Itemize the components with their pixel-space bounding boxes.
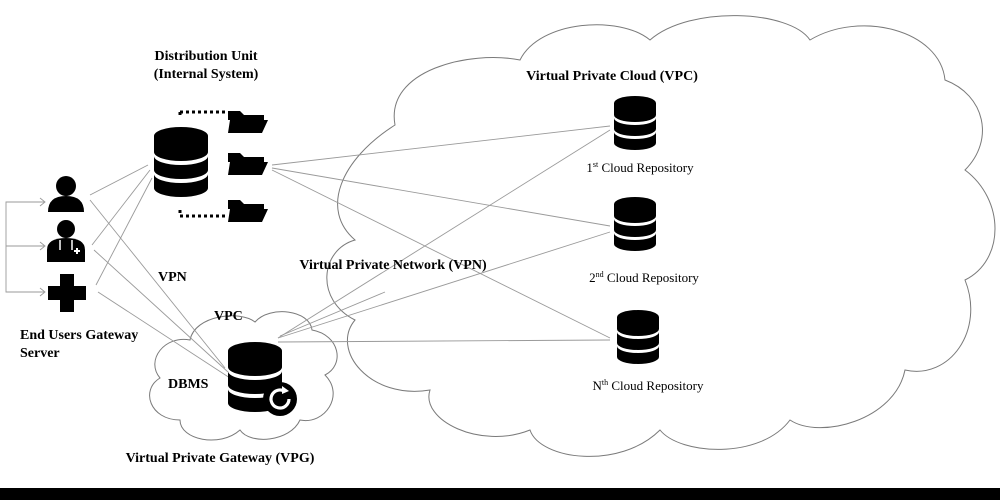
folder-icon-bottom[interactable]	[228, 200, 268, 222]
end-users-title: End Users Gateway	[20, 328, 138, 343]
repository-n-label: Nth Cloud Repository	[593, 378, 704, 393]
vpc-title: Virtual Private Cloud (VPC)	[526, 69, 698, 84]
vpg-label: Virtual Private Gateway (VPG)	[126, 451, 315, 466]
folder-icon-top[interactable]	[228, 111, 268, 133]
vpn-network-label: Virtual Private Network (VPN)	[299, 258, 487, 273]
end-users-subtitle: Server	[20, 346, 60, 361]
distribution-unit-subtitle: (Internal System)	[154, 67, 259, 82]
doctor-icon[interactable]	[47, 220, 85, 262]
vpg-cloud	[149, 311, 338, 441]
bracket-arrowheads	[39, 197, 46, 297]
repository-1-label: 1st Cloud Repository	[586, 160, 694, 175]
vpc-cloud	[326, 15, 996, 457]
diagram-canvas: Distribution Unit (Internal System) End …	[5, 15, 996, 466]
footer-bar	[0, 488, 1000, 500]
vpc-small-label: VPC	[214, 309, 243, 324]
user-icon[interactable]	[48, 176, 84, 212]
end-user-bracket	[5, 201, 45, 293]
distribution-database-icon[interactable]	[154, 127, 208, 197]
medical-cross-icon[interactable]	[48, 274, 86, 312]
vpn-label: VPN	[158, 270, 187, 285]
refresh-icon[interactable]	[263, 382, 297, 416]
folder-icon-middle[interactable]	[228, 153, 268, 175]
connection-lines	[89, 125, 611, 379]
dbms-label: DBMS	[168, 377, 209, 392]
repository-2-label: 2nd Cloud Repository	[589, 270, 699, 285]
distribution-unit-title: Distribution Unit	[154, 49, 257, 64]
